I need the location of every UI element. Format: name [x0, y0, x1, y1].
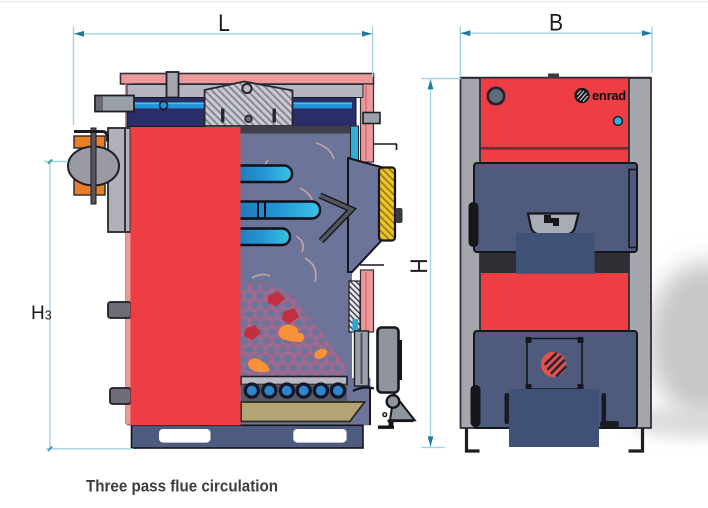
svg-text:Three pass flue circulation: Three pass flue circulation [86, 477, 278, 496]
svg-text:B: B [549, 9, 563, 36]
svg-text:L: L [218, 10, 230, 37]
svg-text:H: H [405, 258, 432, 273]
svg-text:H3: H3 [31, 303, 52, 324]
svg-text:enrad: enrad [592, 88, 626, 103]
